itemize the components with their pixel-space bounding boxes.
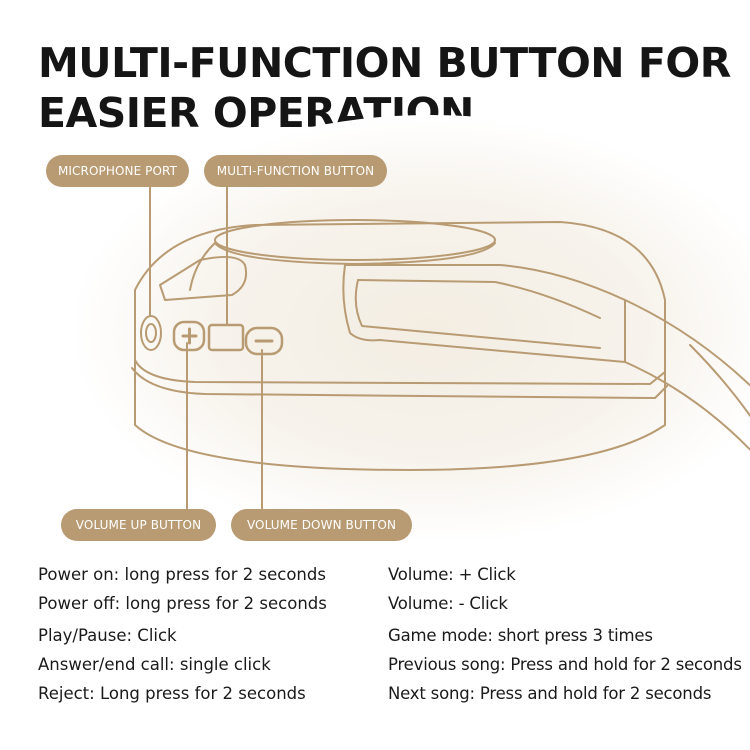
instruction-answer-end-call: Answer/end call: single click bbox=[38, 655, 271, 675]
instruction-volume-down: Volume: - Click bbox=[388, 593, 508, 613]
title-line-1: MULTI-FUNCTION BUTTON FOR bbox=[38, 39, 731, 87]
page-title: MULTI-FUNCTION BUTTON FOR EASIER OPERATI… bbox=[38, 38, 731, 138]
instruction-power-on: Power on: long press for 2 seconds bbox=[38, 565, 326, 584]
volume-down-button-icon bbox=[244, 326, 284, 356]
volume-up-button-icon bbox=[172, 320, 206, 352]
label-multi-function-button: MULTI-FUNCTION BUTTON bbox=[204, 155, 387, 187]
label-volume-down-button: VOLUME DOWN BUTTON bbox=[231, 509, 412, 541]
instructions-right: Volume: + Click Volume: - Click Game mod… bbox=[388, 561, 742, 708]
instruction-play-pause: Play/Pause: Click bbox=[38, 626, 177, 646]
instruction-volume-up: Volume: + Click bbox=[388, 565, 516, 584]
instruction-previous-song: Previous song: Press and hold for 2 seco… bbox=[388, 655, 742, 675]
leader-lines bbox=[149, 185, 263, 510]
instructions-left: Power on: long press for 2 seconds Power… bbox=[38, 561, 327, 708]
label-volume-up-button: VOLUME UP BUTTON bbox=[61, 509, 216, 541]
headband-outline bbox=[342, 264, 750, 451]
mic-housing-outline bbox=[159, 255, 248, 301]
instruction-next-song: Next song: Press and hold for 2 seconds bbox=[388, 683, 712, 703]
label-microphone-port: MICROPHONE PORT bbox=[46, 155, 189, 187]
plus-icon bbox=[181, 327, 198, 345]
instruction-power-off: Power off: long press for 2 seconds bbox=[38, 593, 327, 613]
instruction-reject: Reject: Long press for 2 seconds bbox=[38, 683, 306, 703]
instruction-game-mode: Game mode: short press 3 times bbox=[388, 626, 653, 646]
